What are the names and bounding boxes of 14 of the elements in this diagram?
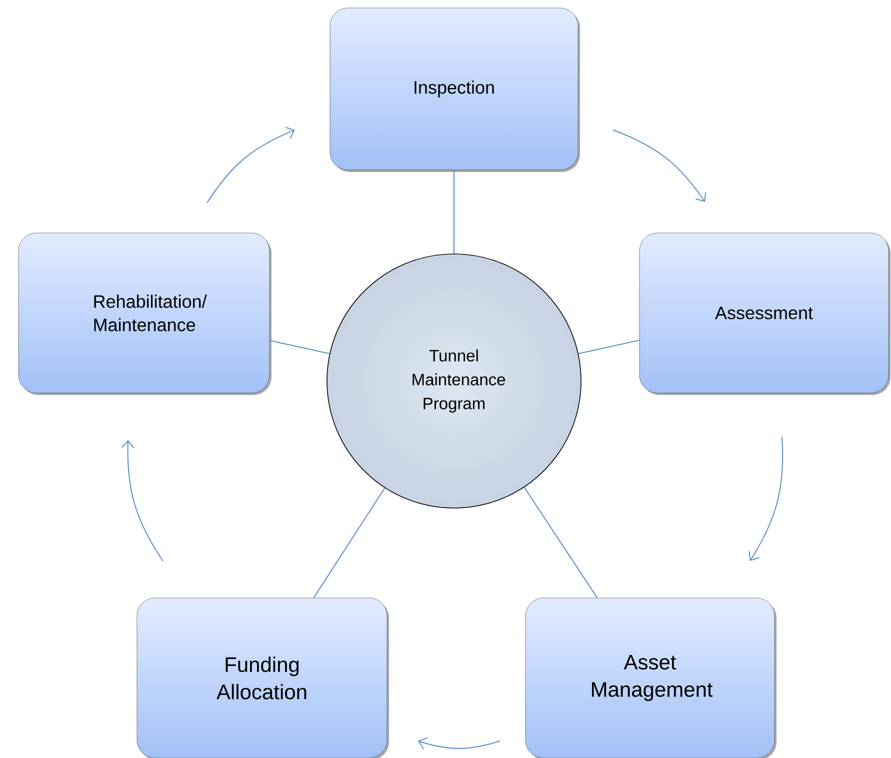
connector-line xyxy=(269,340,330,354)
cycle-arrow xyxy=(612,130,706,202)
cycle-arrow xyxy=(206,126,295,204)
process-box: Rehabilitation/ Maintenance xyxy=(18,232,272,395)
cycle-arrow xyxy=(748,436,784,561)
process-box: Inspection xyxy=(330,8,580,172)
connector-line xyxy=(313,487,386,598)
cycle-arrow xyxy=(121,440,164,562)
process-box: Funding Allocation xyxy=(136,598,389,758)
process-box: Asset Management xyxy=(525,598,776,758)
cycle-arrow xyxy=(418,737,500,750)
process-box: Assessment xyxy=(639,232,890,395)
connector-line xyxy=(578,340,640,354)
connector-line xyxy=(524,486,598,598)
